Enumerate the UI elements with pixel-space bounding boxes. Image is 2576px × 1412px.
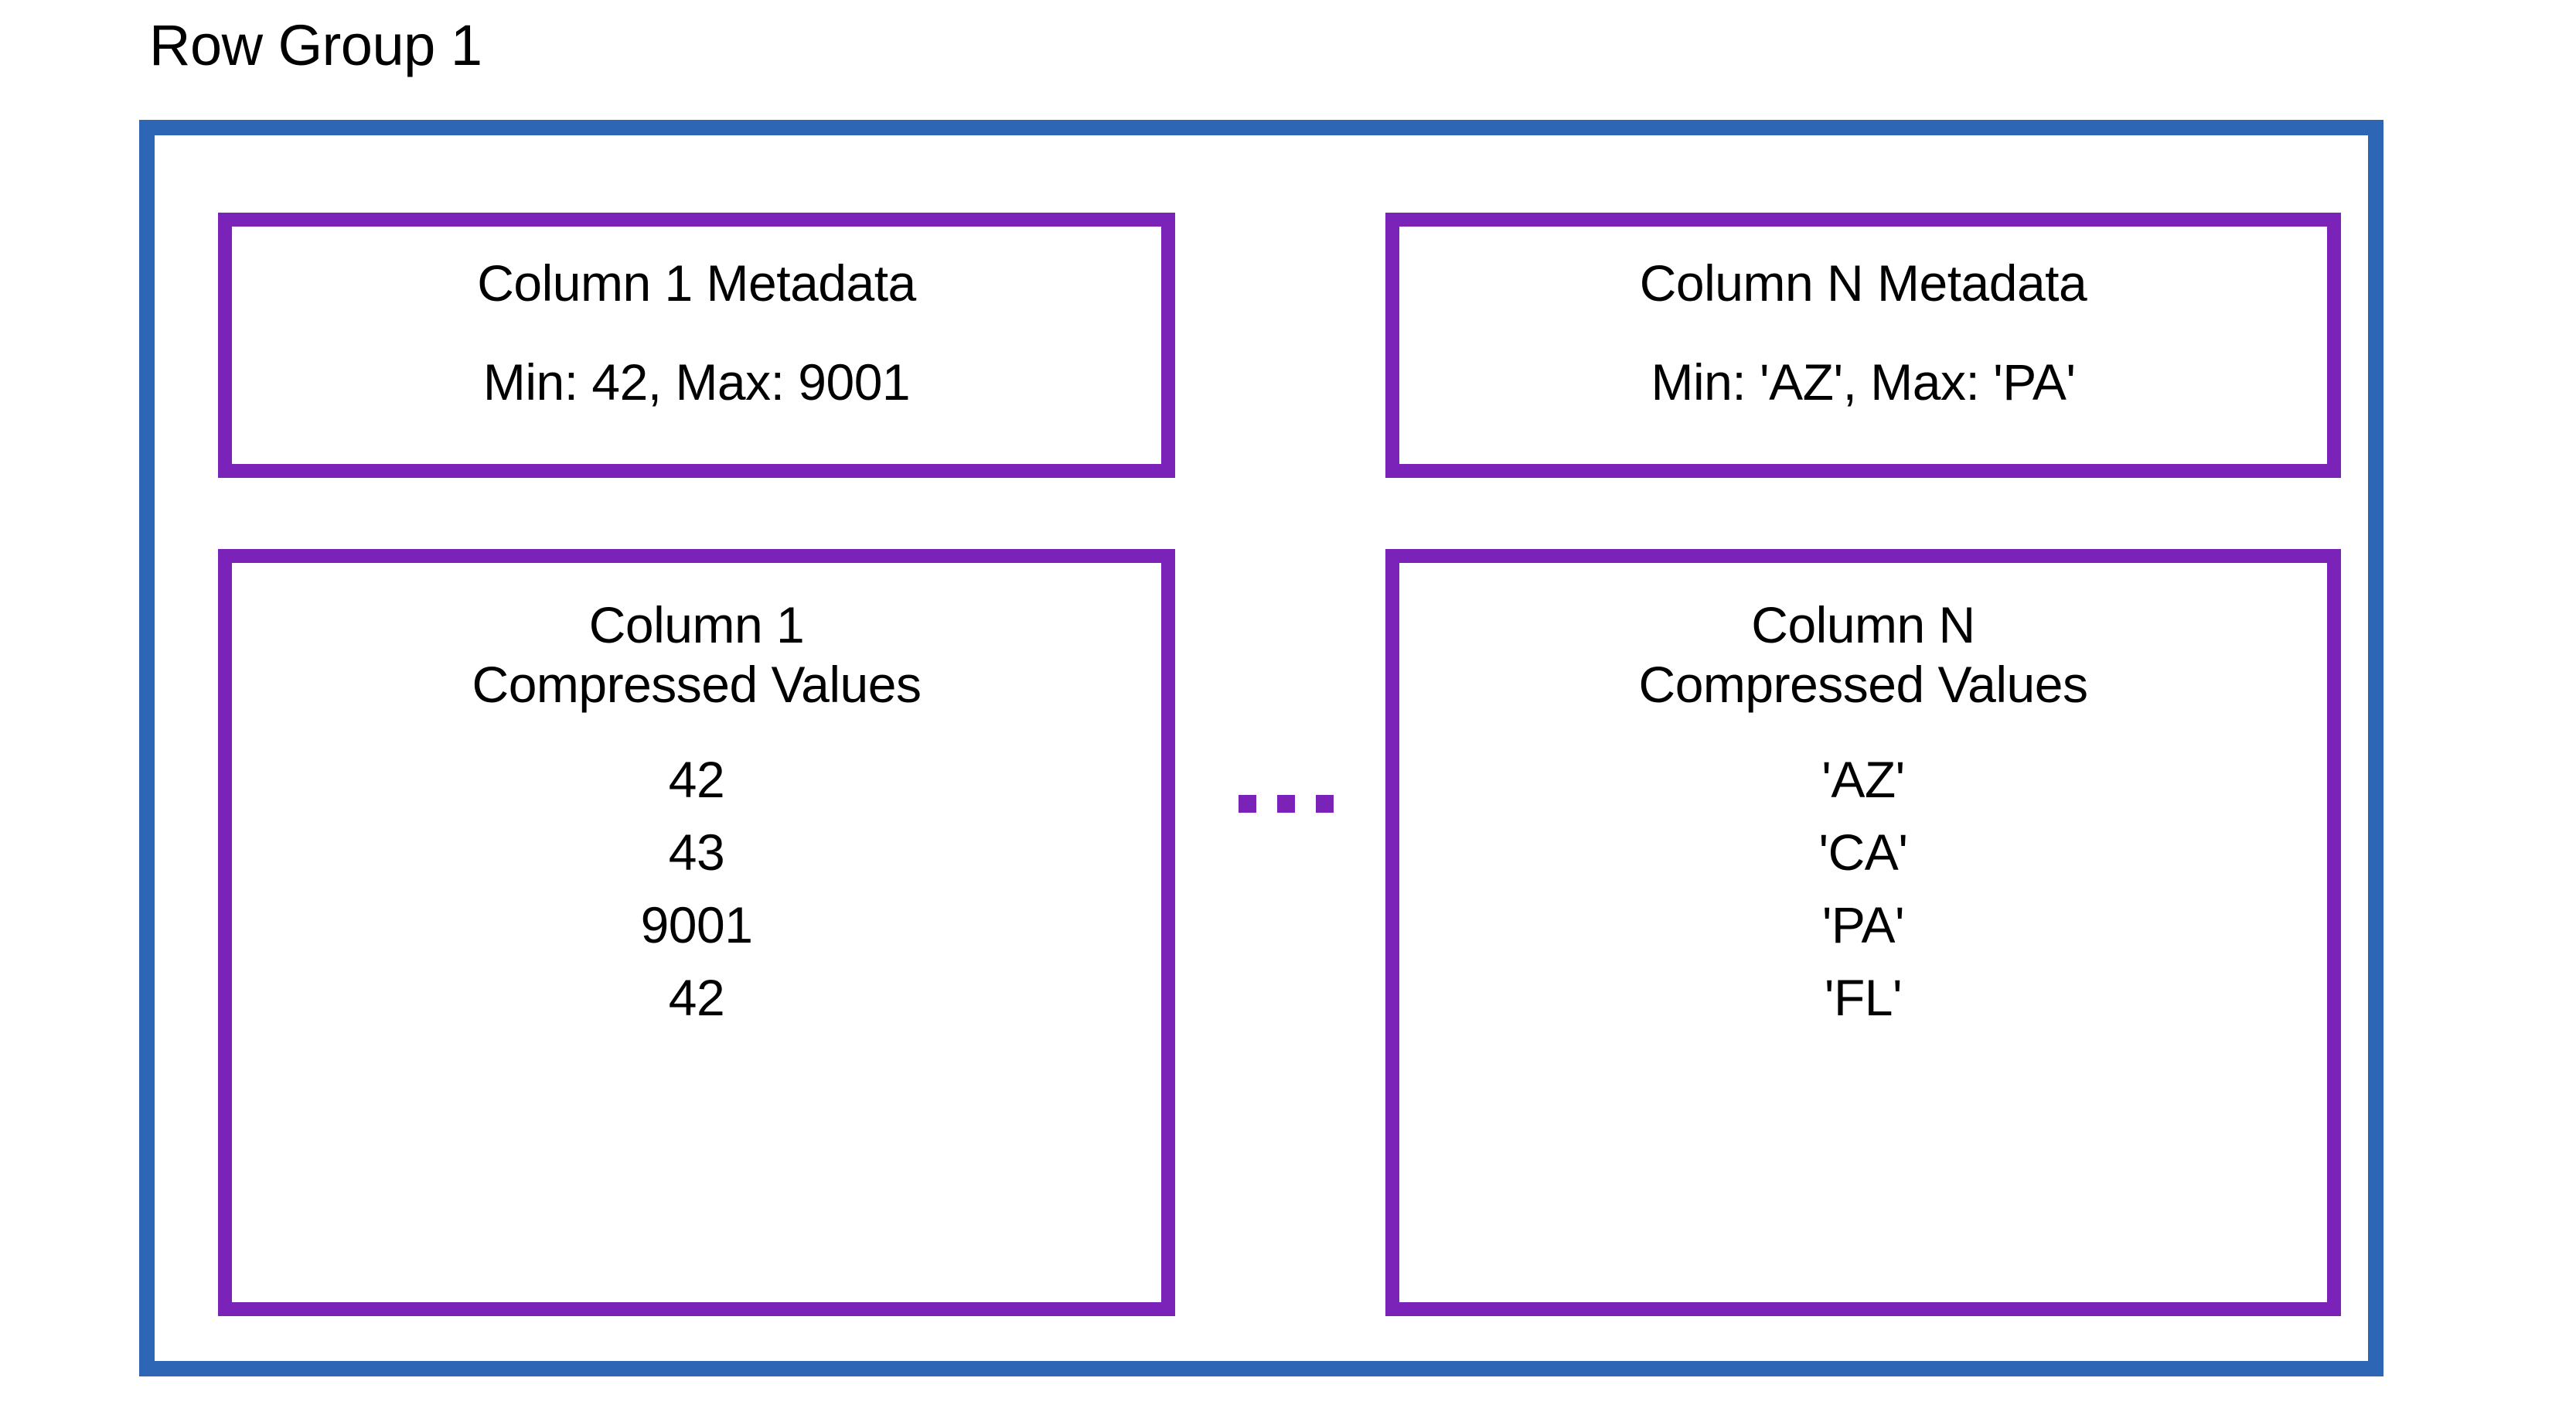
column-1-values-heading-line2: Compressed Values <box>472 655 922 713</box>
column-n-values-heading-line2: Compressed Values <box>1638 655 2088 713</box>
row-group-title: Row Group 1 <box>149 13 482 77</box>
column-n-metadata-title: Column N Metadata <box>1639 254 2087 312</box>
ellipsis-dot <box>1239 795 1256 813</box>
value-item: 'CA' <box>1818 824 1908 882</box>
value-item: 43 <box>668 824 725 882</box>
column-1-values-box: Column 1 Compressed Values 42 43 9001 42 <box>218 549 1175 1316</box>
column-1-values-list: 42 43 9001 42 <box>641 754 753 1023</box>
column-1-values-heading: Column 1 Compressed Values <box>472 595 922 714</box>
column-n-metadata-box: Column N Metadata Min: 'AZ', Max: 'PA' <box>1385 213 2341 478</box>
column-stack-1: Column 1 Metadata Min: 42, Max: 9001 Col… <box>218 213 1175 1316</box>
ellipsis-icon <box>1239 795 1334 813</box>
value-item: 42 <box>668 751 725 809</box>
column-1-metadata-box: Column 1 Metadata Min: 42, Max: 9001 <box>218 213 1175 478</box>
value-item: 'PA' <box>1821 896 1905 954</box>
column-n-values-heading-line1: Column N <box>1751 596 1975 653</box>
value-item: 'FL' <box>1824 969 1903 1027</box>
value-item: 'AZ' <box>1821 751 1905 809</box>
column-n-metadata-stats: Min: 'AZ', Max: 'PA' <box>1651 353 2076 411</box>
value-item: 42 <box>668 969 725 1027</box>
column-1-metadata-title: Column 1 Metadata <box>477 254 916 312</box>
ellipsis-dot <box>1316 795 1334 813</box>
column-n-values-box: Column N Compressed Values 'AZ' 'CA' 'PA… <box>1385 549 2341 1316</box>
column-1-metadata-stats: Min: 42, Max: 9001 <box>482 353 911 411</box>
column-n-values-list: 'AZ' 'CA' 'PA' 'FL' <box>1819 754 1908 1023</box>
column-stack-n: Column N Metadata Min: 'AZ', Max: 'PA' C… <box>1385 213 2341 1316</box>
value-item: 9001 <box>640 896 753 954</box>
row-group-frame: Column 1 Metadata Min: 42, Max: 9001 Col… <box>139 120 2383 1376</box>
ellipsis-dot <box>1277 795 1295 813</box>
column-1-values-heading-line1: Column 1 <box>588 596 805 653</box>
column-n-values-heading: Column N Compressed Values <box>1639 595 2088 714</box>
